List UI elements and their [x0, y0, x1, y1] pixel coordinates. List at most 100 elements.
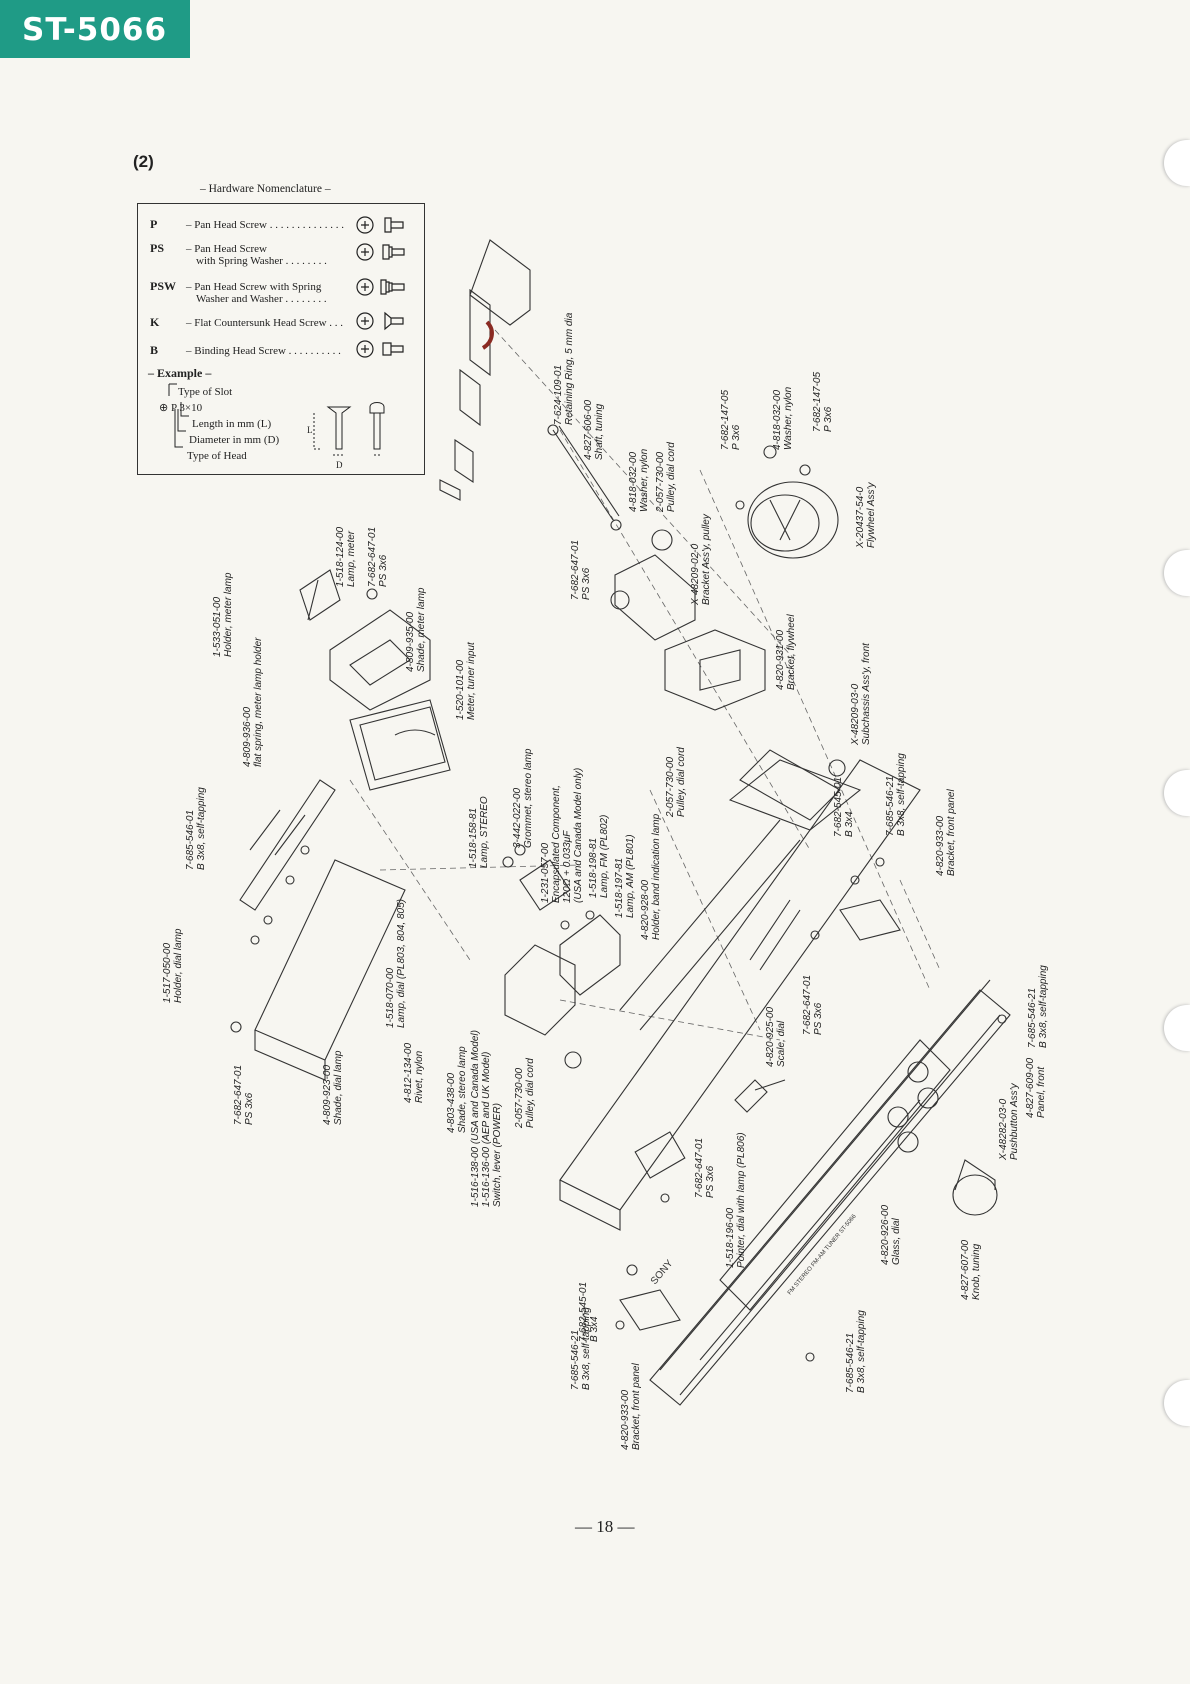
part-label: 1-518-124-00 Lamp, meter: [335, 526, 357, 587]
dial-lamp-holder-drawing: [239, 779, 336, 945]
example-type-of-slot: Type of Slot: [178, 386, 233, 398]
assembly-guide-lines: [349, 329, 941, 1041]
part-label: 4-818-032-00 Washer, nylon: [772, 386, 794, 450]
flywheel-drawing: [735, 445, 839, 559]
example-length: Length in mm (L): [192, 418, 272, 430]
hw-desc: – Pan Head Screw with Spring: [186, 281, 322, 293]
pan-head-spring-washer-washer-screw-icon: [356, 278, 405, 296]
part-label: 1-518-197-81 Lamp, AM (PL801): [614, 834, 636, 918]
example-dim-l: L: [307, 425, 313, 435]
part-label: 7-624-109-01 Retaining Ring, 5 mm dia: [553, 312, 575, 425]
part-label: 1-520-101-00 Meter, tuner input: [455, 642, 477, 720]
part-label: 4-820-928-00 Holder, band indication lam…: [640, 813, 662, 940]
hw-code: PSW: [150, 279, 177, 293]
part-label: X-48282-03-0 Pushbutton Ass'y: [998, 1083, 1020, 1160]
part-label: 7-685-546-21 B 3x8, self-tapping: [570, 1307, 592, 1390]
part-label: 7-685-546-21 B 3x8, self-tapping: [845, 1310, 867, 1393]
hardware-nomenclature-title: – Hardware Nomenclature –: [200, 183, 331, 195]
tuning-shaft-drawing: [547, 424, 620, 521]
dial-pointer-drawing: [734, 1079, 786, 1113]
pan-head-spring-washer-screw-icon: [356, 243, 405, 261]
part-label: 1-518-196-00 Pointer, dial with lamp (PL…: [725, 1132, 747, 1268]
example-spec: ⊕ P 3×10: [159, 402, 203, 414]
part-label: 7-685-546-21 B 3x8, self-tapping: [885, 753, 907, 836]
dial-lamp-shade-drawing: [230, 859, 406, 1081]
subchassis-drawing: [559, 749, 921, 1231]
part-label: 7-685-546-21 B 3x8, self-tapping: [1027, 965, 1049, 1048]
power-switch-drawing: [504, 944, 582, 1069]
pushbuttons-drawing: [887, 1061, 939, 1153]
part-label: 7-682-147-05 P 3x6: [720, 389, 742, 450]
pan-head-screw-icon: [356, 216, 404, 234]
hw-desc: – Binding Head Screw . . . . . . . . . .: [186, 345, 341, 357]
part-label: 4-812-134-00 Rivet, nylon: [403, 1042, 425, 1103]
hw-desc: – Pan Head Screw: [186, 243, 267, 255]
part-label: 7-682-647-01 PS 3x6: [802, 974, 824, 1035]
hw-row-b: B– Binding Head Screw . . . . . . . . . …: [150, 343, 341, 358]
part-label: 7-682-647-01 PS 3x6: [570, 539, 592, 600]
part-label: 1-516-138-00 (USA and Canada Model) 1-51…: [470, 1030, 503, 1207]
panel-brand-mark: SONY: [649, 1258, 676, 1287]
example-screw-drawings: [168, 383, 385, 456]
pulley-bracket-drawing: [610, 519, 696, 641]
screw-icons: [168, 216, 405, 456]
part-label: 4-827-607-00 Knob, tuning: [960, 1239, 982, 1300]
hw-row-psw: PSW – Pan Head Screw with Spring: [150, 279, 321, 294]
hw-row-ps: PS – Pan Head Screw: [150, 241, 267, 256]
part-label: X-20437-54-0 Flywheel Ass'y: [855, 482, 877, 548]
model-tab: ST-5066: [0, 0, 190, 58]
band-indication-lamp-holder-drawing: [559, 910, 621, 996]
part-label: 1-533-051-00 Holder, meter lamp: [212, 572, 234, 657]
part-label: 7-682-147-05 P 3x6: [812, 371, 834, 432]
hw-code: PS: [150, 241, 165, 255]
part-label: 4-820-926-00 Glass, dial: [880, 1204, 902, 1265]
part-label: 2-057-730-00 Pulley, dial cord: [665, 747, 687, 817]
binding-head-screw-icon: [356, 340, 404, 358]
part-label: 1-518-158-81 Lamp, STEREO: [468, 796, 490, 868]
front-panel-bracket-drawings: [615, 857, 1007, 1362]
hw-desc: – Pan Head Screw . . . . . . . . . . . .…: [186, 219, 344, 231]
part-label: 7-685-546-01 B 3x8, self-tapping: [185, 787, 207, 870]
part-label: 3-442-022-00 Grommet, stereo lamp: [512, 748, 534, 848]
hw-row-p: P – Pan Head Screw . . . . . . . . . . . …: [150, 217, 344, 232]
hardware-nomenclature-box: P – Pan Head Screw . . . . . . . . . . . …: [137, 203, 425, 475]
part-label: 7-682-647-01 PS 3x6: [367, 526, 389, 587]
part-label: X-48209-02-0 Bracket Ass'y, pulley: [690, 514, 712, 605]
stereo-lamp-shade-drawing: [502, 844, 571, 911]
part-label: 2-057-730-00 Pulley, dial cord: [655, 442, 677, 512]
hw-row-k: K – Flat Countersunk Head Screw . . .: [150, 315, 343, 330]
part-label: 4-809-923-00 Shade, dial lamp: [322, 1050, 344, 1126]
part-label: 4-827-609-00 Panel, front: [1025, 1057, 1047, 1118]
flywheel-bracket-drawing: [664, 629, 766, 711]
part-label: 4-803-438-00 Shade, stereo lamp: [446, 1046, 468, 1133]
part-label: 1-518-198-81 Lamp, FM (PL802): [588, 814, 610, 898]
part-label: 7-682-647-01 PS 3x6: [233, 1064, 255, 1125]
red-mark-annotation: [481, 320, 494, 350]
tuning-knob-drawing: [952, 1159, 998, 1216]
section-number: (2): [133, 152, 154, 171]
meter-lamp-shade-drawing: [329, 609, 431, 711]
hw-code: K: [150, 315, 160, 329]
hw-desc-2: with Spring Washer . . . . . . . .: [196, 255, 327, 267]
part-label: 4-818-032-00 Washer, nylon: [628, 448, 650, 512]
part-label: 4-820-933-00 Bracket, front panel: [935, 789, 957, 876]
part-label: 4-809-935-00 Shade, meter lamp: [405, 587, 427, 673]
power-switch-bracket-drawing: [439, 239, 531, 501]
example-dim-d: D: [336, 460, 343, 470]
part-label: 7-682-545-01 B 3x4: [833, 776, 855, 837]
hw-code: P: [150, 217, 158, 231]
example-title: – Example –: [148, 366, 212, 380]
part-label: 4-820-925-00 Scale, dial: [765, 1006, 787, 1067]
part-label: X-48209-03-0 Subchassis Ass'y, front: [850, 643, 872, 745]
part-label: 1-518-070-00 Lamp, dial (PL803, 804, 805…: [385, 899, 407, 1028]
part-label: 1-517-050-00 Holder, dial lamp: [162, 928, 184, 1003]
part-label: 7-682-647-01 PS 3x6: [694, 1137, 716, 1198]
part-label: 4-809-936-00 flat spring, meter lamp hol…: [242, 637, 264, 767]
hw-desc-2: Washer and Washer . . . . . . . .: [196, 293, 327, 305]
hw-desc: – Flat Countersunk Head Screw . . .: [186, 317, 344, 329]
example-type-of-head: Type of Head: [187, 450, 247, 462]
part-label: 1-231-057-00 Encapsulated Component, 120…: [540, 767, 584, 903]
page-number: — 18 —: [575, 1517, 635, 1536]
